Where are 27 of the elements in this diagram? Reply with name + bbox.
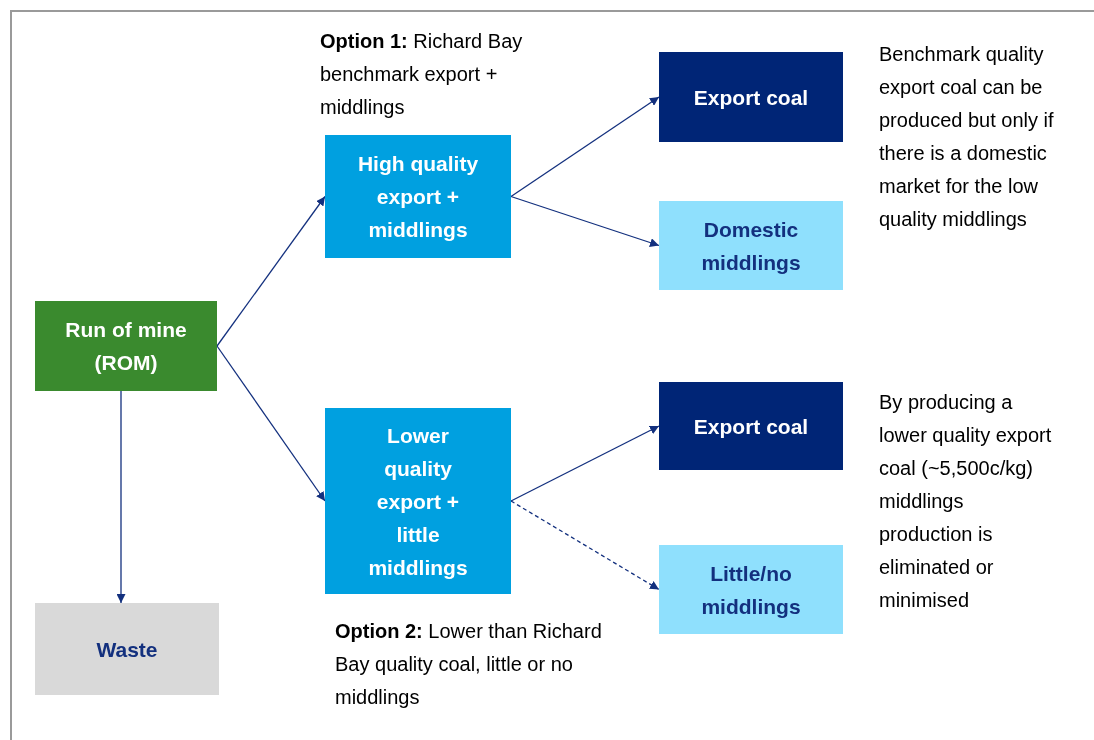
option-caption: Option 1: Richard Bay benchmark export + middlings	[320, 29, 524, 120]
arrow	[216, 345, 326, 502]
arrow	[510, 500, 660, 591]
arrow	[216, 195, 326, 347]
arrow	[510, 195, 660, 247]
node-label: Run of mine (ROM)	[64, 317, 188, 376]
arrow	[116, 390, 126, 604]
product-box	[659, 545, 843, 634]
process-box	[325, 408, 511, 594]
note-text: By producing a lower quality export coal (~5,500c/kg) middlings production is eliminated or minimised	[879, 390, 1053, 613]
node-label: Domestic middlings	[700, 216, 802, 276]
note-text: Benchmark quality export coal can be produced but only if there is a domestic market for the low quality middlings	[879, 42, 1055, 232]
waste-box	[35, 603, 219, 695]
node-label: Lower quality export + little middlings	[367, 422, 469, 581]
product-box	[659, 52, 843, 142]
node-label: Export coal	[693, 84, 809, 111]
rom-box	[35, 301, 217, 391]
product-box	[659, 201, 843, 290]
node-label: Export coal	[693, 413, 809, 440]
product-box	[659, 382, 843, 470]
process-box	[325, 135, 511, 258]
arrow	[510, 425, 660, 502]
node-label: Waste	[96, 636, 158, 663]
option-caption: Option 2: Lower than Richard Bay quality coal, little or no middlings	[335, 619, 603, 710]
node-label: High quality export + middlings	[356, 151, 480, 243]
arrow	[510, 96, 660, 198]
node-label: Little/no middlings	[700, 560, 802, 620]
